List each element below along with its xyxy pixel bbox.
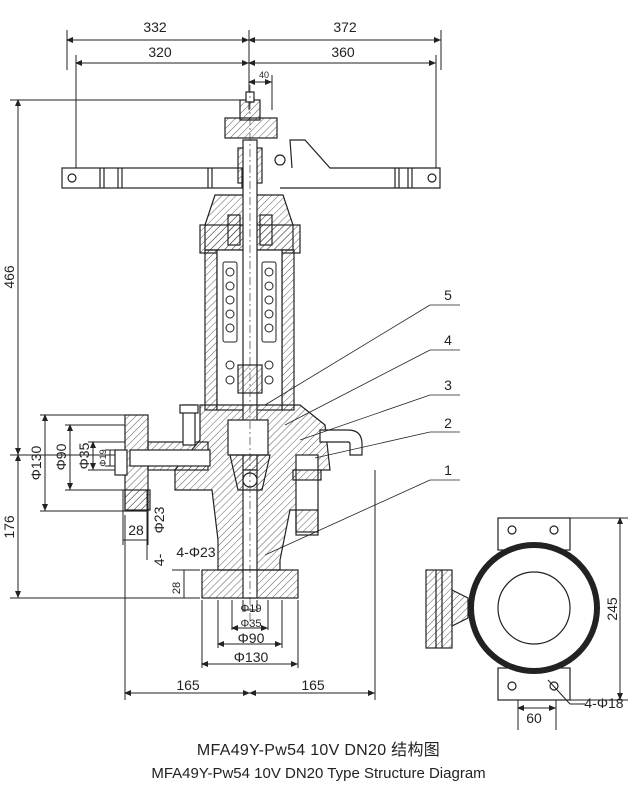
dim-top-left-inner: 320: [148, 44, 172, 60]
caption-english: MFA49Y-Pw54 10V DN20 Type Structure Diag…: [151, 765, 486, 782]
dim-flange-left-bore: Φ19: [98, 449, 108, 466]
left-dimensions: [10, 99, 245, 599]
dim-flange-left-od: Φ130: [28, 446, 44, 481]
dim-flange-left-raised: Φ35: [76, 442, 92, 469]
callout-4: 4: [444, 332, 452, 348]
dim-bottom-half-left: 165: [176, 677, 200, 693]
dim-top-left-outer: 332: [143, 19, 167, 35]
dim-side-width: 60: [526, 710, 542, 726]
dim-flange-left-pcd: Φ90: [53, 443, 69, 470]
dim-bottom-bore: Φ19: [240, 603, 261, 615]
caption-chinese: MFA49Y-Pw54 10V DN20 结构图: [196, 742, 441, 759]
dim-offset: 40: [259, 70, 269, 80]
top-dimensions: [66, 30, 442, 175]
callout-lines: [264, 304, 460, 556]
callout-3: 3: [444, 377, 452, 393]
dim-bottom-half-right: 165: [301, 677, 325, 693]
dim-bottom-pcd: Φ90: [238, 630, 265, 646]
dim-top-right-outer: 372: [333, 19, 357, 35]
bottom-dimensions: [124, 470, 376, 700]
dim-bolt-holes-bottom: 4-Φ23: [176, 544, 215, 560]
valve-body: [114, 404, 363, 599]
callout-5: 5: [444, 287, 452, 303]
dim-flange-bottom-thickness: 28: [171, 582, 183, 594]
side-view: [425, 517, 600, 701]
dim-bolt-holes-left: 4-: [151, 553, 167, 566]
dim-side-holes: 4-Φ18: [584, 695, 623, 711]
callout-2: 2: [444, 415, 452, 431]
dim-flange-left-thickness: 28: [128, 522, 144, 538]
dim-bottom-od: Φ130: [234, 649, 269, 665]
side-view-dimensions: [517, 517, 628, 730]
dim-height-total: 466: [1, 265, 17, 289]
dim-top-right-inner: 360: [331, 44, 355, 60]
bottom-flange-thickness-lines: [172, 569, 200, 599]
dim-side-height: 245: [604, 597, 620, 621]
dim-bottom-raised: Φ35: [240, 618, 261, 630]
dim-bolt-hole-left: Φ23: [151, 506, 167, 533]
callout-1: 1: [444, 462, 452, 478]
dim-height-lower: 176: [1, 515, 17, 539]
